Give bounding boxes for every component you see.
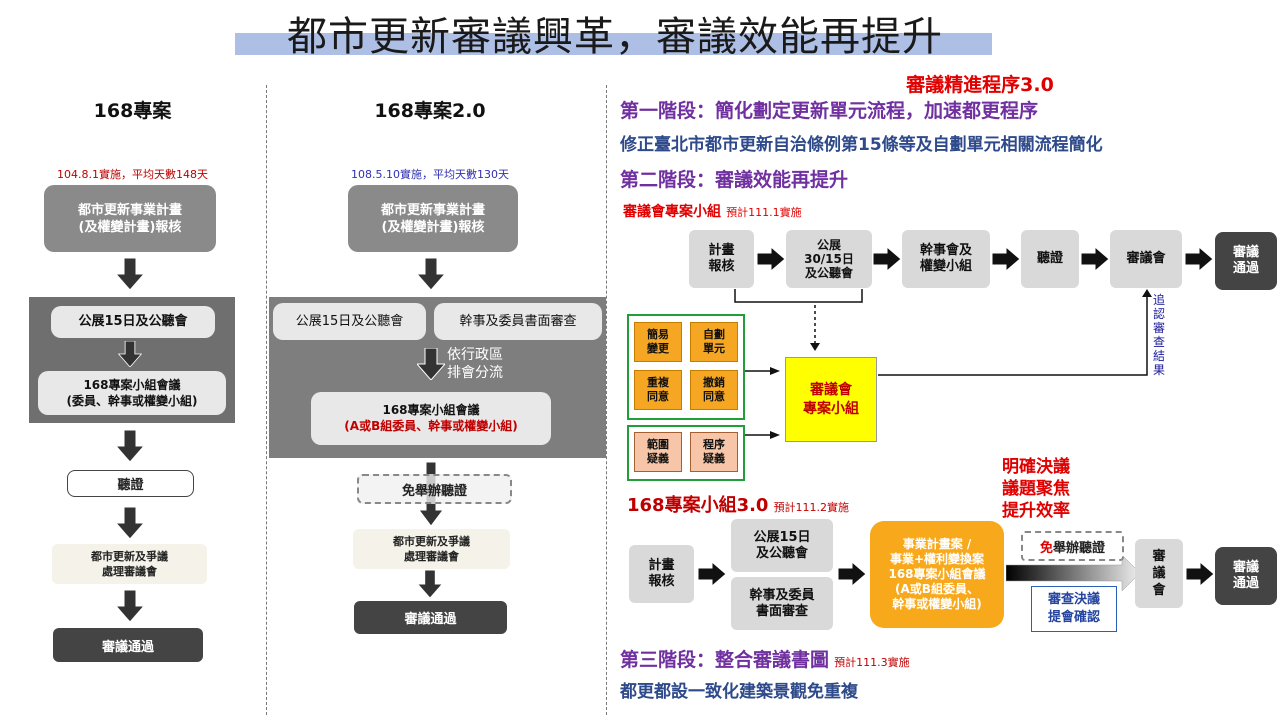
flow2-review: 幹事及委員 書面審查 <box>731 577 833 630</box>
no-hearing-rest: 舉辦聽證 <box>1053 540 1106 556</box>
flow2-confirm: 審查決議 提會確認 <box>1031 586 1117 632</box>
group2-title: 168專案小組3.0 <box>627 495 769 516</box>
flow2-report: 計畫 報核 <box>629 545 694 603</box>
flow1-approved: 審議 通過 <box>1215 232 1277 290</box>
col2-written-review-box: 幹事及委員書面審查 <box>434 303 602 340</box>
col1-hearing-box: 聽證 <box>67 470 194 497</box>
cat-procedure-doubt: 程序 疑義 <box>690 432 738 472</box>
col2-council-box: 都市更新及爭議 處理審議會 <box>353 529 510 569</box>
col2-group-meeting-title: 168專案小組會議 <box>382 403 480 417</box>
col1-approved-box: 審議通過 <box>53 628 203 662</box>
right-arrow-icon <box>698 562 726 586</box>
council-special-group: 審議會 專案小組 <box>785 357 877 442</box>
col2-note: 108.5.10實施，平均天數130天 <box>351 168 509 181</box>
cat-duplicate-consent: 重複 同意 <box>634 370 682 410</box>
cat-revoke-consent: 撤銷 同意 <box>690 370 738 410</box>
right-arrow-icon <box>873 247 901 271</box>
page-title: 都市更新審議興革，審議效能再提升 <box>287 14 943 60</box>
col2-public-hearing-box: 公展15日及公聽會 <box>273 303 426 340</box>
col2-no-hearing-box: 免舉辦聽證 <box>357 474 512 504</box>
flow2-orange-meeting: 事業計畫案 / 事業+權利變換案 168專案小組會議 (A或B組委員、 幹事或權… <box>870 521 1004 628</box>
flow1-report: 計畫 報核 <box>689 230 754 288</box>
down-arrow-icon <box>116 507 144 539</box>
right-arrow-icon <box>1186 562 1214 586</box>
categories-top-group <box>627 314 745 420</box>
flow2-no-hearing: 免舉辦聽證 <box>1021 531 1124 561</box>
col1-submit-box: 都市更新事業計畫 (及權變計畫)報核 <box>44 185 216 252</box>
stage3-row: 第三階段：整合審議書圖 預計111.3實施 <box>620 645 910 672</box>
stage1-sub: 修正臺北市都市更新自治條例第15條等及自劃單元相關流程簡化 <box>620 135 1103 155</box>
cat-simple-change: 簡易 變更 <box>634 322 682 362</box>
flow2-public: 公展15日 及公聽會 <box>731 519 833 572</box>
flow1-staff: 幹事會及 權變小組 <box>902 230 990 288</box>
group2-title-row: 168專案小組3.0 預計111.2實施 <box>627 491 849 517</box>
flow1-public: 公展 30/15日 及公聽會 <box>786 230 872 288</box>
categories-bottom-group <box>627 425 745 481</box>
stage2-title: 第二階段：審議效能再提升 <box>620 169 849 191</box>
cat-self-unit: 自劃 單元 <box>690 322 738 362</box>
efficiency-note: 明確決議 議題聚焦 提升效率 <box>1002 457 1070 521</box>
col2-group-meeting-members: (A或B組委員、幹事或權變小組) <box>344 419 518 433</box>
col2-submit-box: 都市更新事業計畫 (及權變計畫)報核 <box>348 185 518 252</box>
col1-council-box: 都市更新及爭議 處理審議會 <box>52 544 207 584</box>
cat-scope-doubt: 範圍 疑義 <box>634 432 682 472</box>
down-arrow-icon <box>417 348 445 380</box>
group1-title: 審議會專案小組 <box>623 204 721 220</box>
divider-1 <box>266 85 267 715</box>
col1-group-meeting-box: 168專案小組會議 (委員、幹事或權變小組) <box>38 371 226 415</box>
flow2-approved: 審議 通過 <box>1215 547 1277 605</box>
flow2-council: 審 議 會 <box>1135 539 1183 608</box>
group1-title-row: 審議會專案小組 預計111.1實施 <box>623 201 802 221</box>
col1-note: 104.8.1實施，平均天數148天 <box>57 168 208 181</box>
down-arrow-icon <box>116 258 144 290</box>
col2-approved-box: 審議通過 <box>354 601 507 634</box>
flow1-hearing: 聽證 <box>1021 230 1079 288</box>
down-arrow-icon <box>116 590 144 622</box>
no-hearing-prefix: 免 <box>1039 540 1053 556</box>
title-highlight <box>235 33 992 55</box>
down-arrow-icon <box>118 341 142 367</box>
col2-header: 168專案2.0 <box>374 99 486 122</box>
stage3-sub: 都更都設一致化建築景觀免重複 <box>620 682 858 702</box>
col2-district-label: 依行政區 排會分流 <box>447 347 503 381</box>
right-arrow-icon <box>1081 247 1109 271</box>
right-arrow-icon <box>992 247 1020 271</box>
stage1-title: 第一階段：簡化劃定更新單元流程，加速都更程序 <box>620 100 1039 122</box>
right-arrow-icon <box>838 562 866 586</box>
col1-public-hearing-box: 公展15日及公聽會 <box>51 306 215 338</box>
down-arrow-icon <box>116 430 144 462</box>
right-arrow-icon <box>757 247 785 271</box>
right-arrow-icon <box>1185 247 1213 271</box>
down-arrow-icon <box>417 570 443 598</box>
flow1-council: 審議會 <box>1110 230 1182 288</box>
group2-note: 預計111.2實施 <box>773 501 850 514</box>
stage3-note: 預計111.3實施 <box>834 656 910 669</box>
col1-header: 168專案 <box>93 99 172 122</box>
verify-label: 追 認 審 查 結 果 <box>1152 293 1165 377</box>
flow1-connectors <box>734 289 1152 439</box>
divider-2 <box>606 85 607 715</box>
group1-note: 預計111.1實施 <box>726 206 802 219</box>
col3-header: 審議精進程序3.0 <box>906 74 1054 96</box>
long-right-arrow-icon <box>1006 555 1140 591</box>
col2-group-meeting-box: 168專案小組會議 (A或B組委員、幹事或權變小組) <box>311 392 551 445</box>
down-arrow-icon <box>417 258 445 290</box>
stage3-title: 第三階段：整合審議書圖 <box>620 649 830 671</box>
